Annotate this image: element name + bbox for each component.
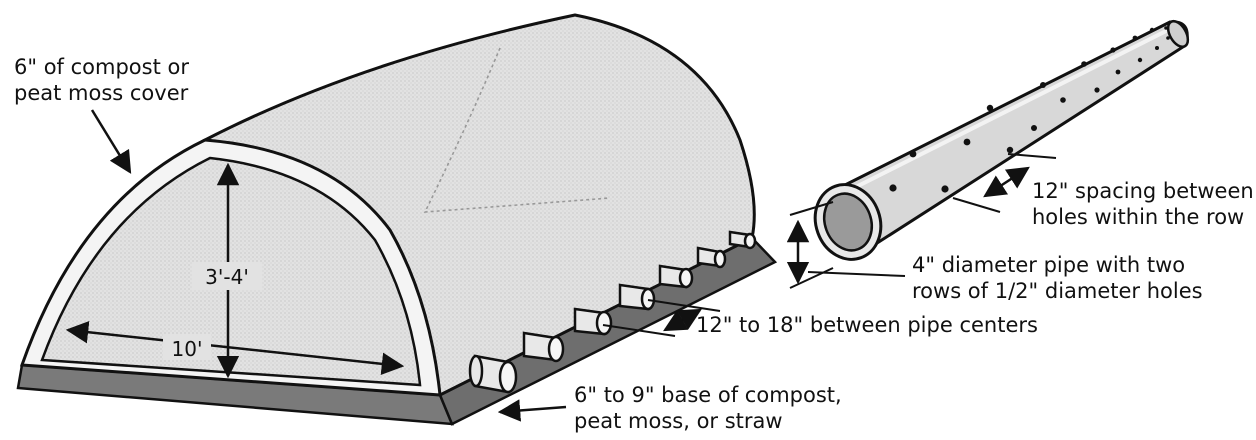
pipe-diameter-label-line-1: 4" diameter pipe with two [912, 253, 1185, 277]
pipe-end [696, 246, 727, 269]
width-label: 10' [172, 337, 203, 361]
hole-spacing-dimension [952, 153, 1057, 213]
height-dimension: 3'-4' [192, 162, 262, 379]
cover-label-line-1: 6" of compost or [14, 55, 189, 79]
pipe-diameter-dimension [786, 201, 906, 289]
aeration-pipe-ends [468, 230, 757, 394]
cover-label-line-2: peat moss cover [14, 81, 189, 105]
pipe-end [658, 264, 694, 289]
hole-spacing-label-line-2: holes within the row [1032, 205, 1244, 229]
callout-arrows [90, 109, 567, 422]
cover-callout: 6" of compost or peat moss cover [14, 55, 189, 105]
pipe-end [522, 331, 565, 363]
base-callout: 6" to 9" base of compost, peat moss, or … [574, 383, 842, 433]
base-label-line-1: 6" to 9" base of compost, [574, 383, 842, 407]
pipe-end [728, 230, 757, 250]
pipe-diameter-callout: 4" diameter pipe with two rows of 1/2" d… [912, 253, 1203, 303]
pipe-end [618, 283, 656, 311]
base-label-line-2: peat moss, or straw [574, 409, 783, 433]
pipe-holes [889, 26, 1170, 193]
pipe-spacing-dimension [602, 299, 721, 337]
perforated-pipe [813, 19, 1190, 261]
height-label: 3'-4' [205, 265, 249, 289]
hole-spacing-label-line-1: 12" spacing between [1032, 179, 1254, 203]
hole-spacing-callout: 12" spacing between holes within the row [1032, 179, 1254, 229]
pipe-diameter-label-line-2: rows of 1/2" diameter holes [912, 279, 1203, 303]
width-dimension: 10' [65, 320, 405, 376]
pipe-end [573, 307, 613, 336]
pipe-spacing-label: 12" to 18" between pipe centers [696, 313, 1038, 337]
pipe-end [468, 354, 518, 394]
